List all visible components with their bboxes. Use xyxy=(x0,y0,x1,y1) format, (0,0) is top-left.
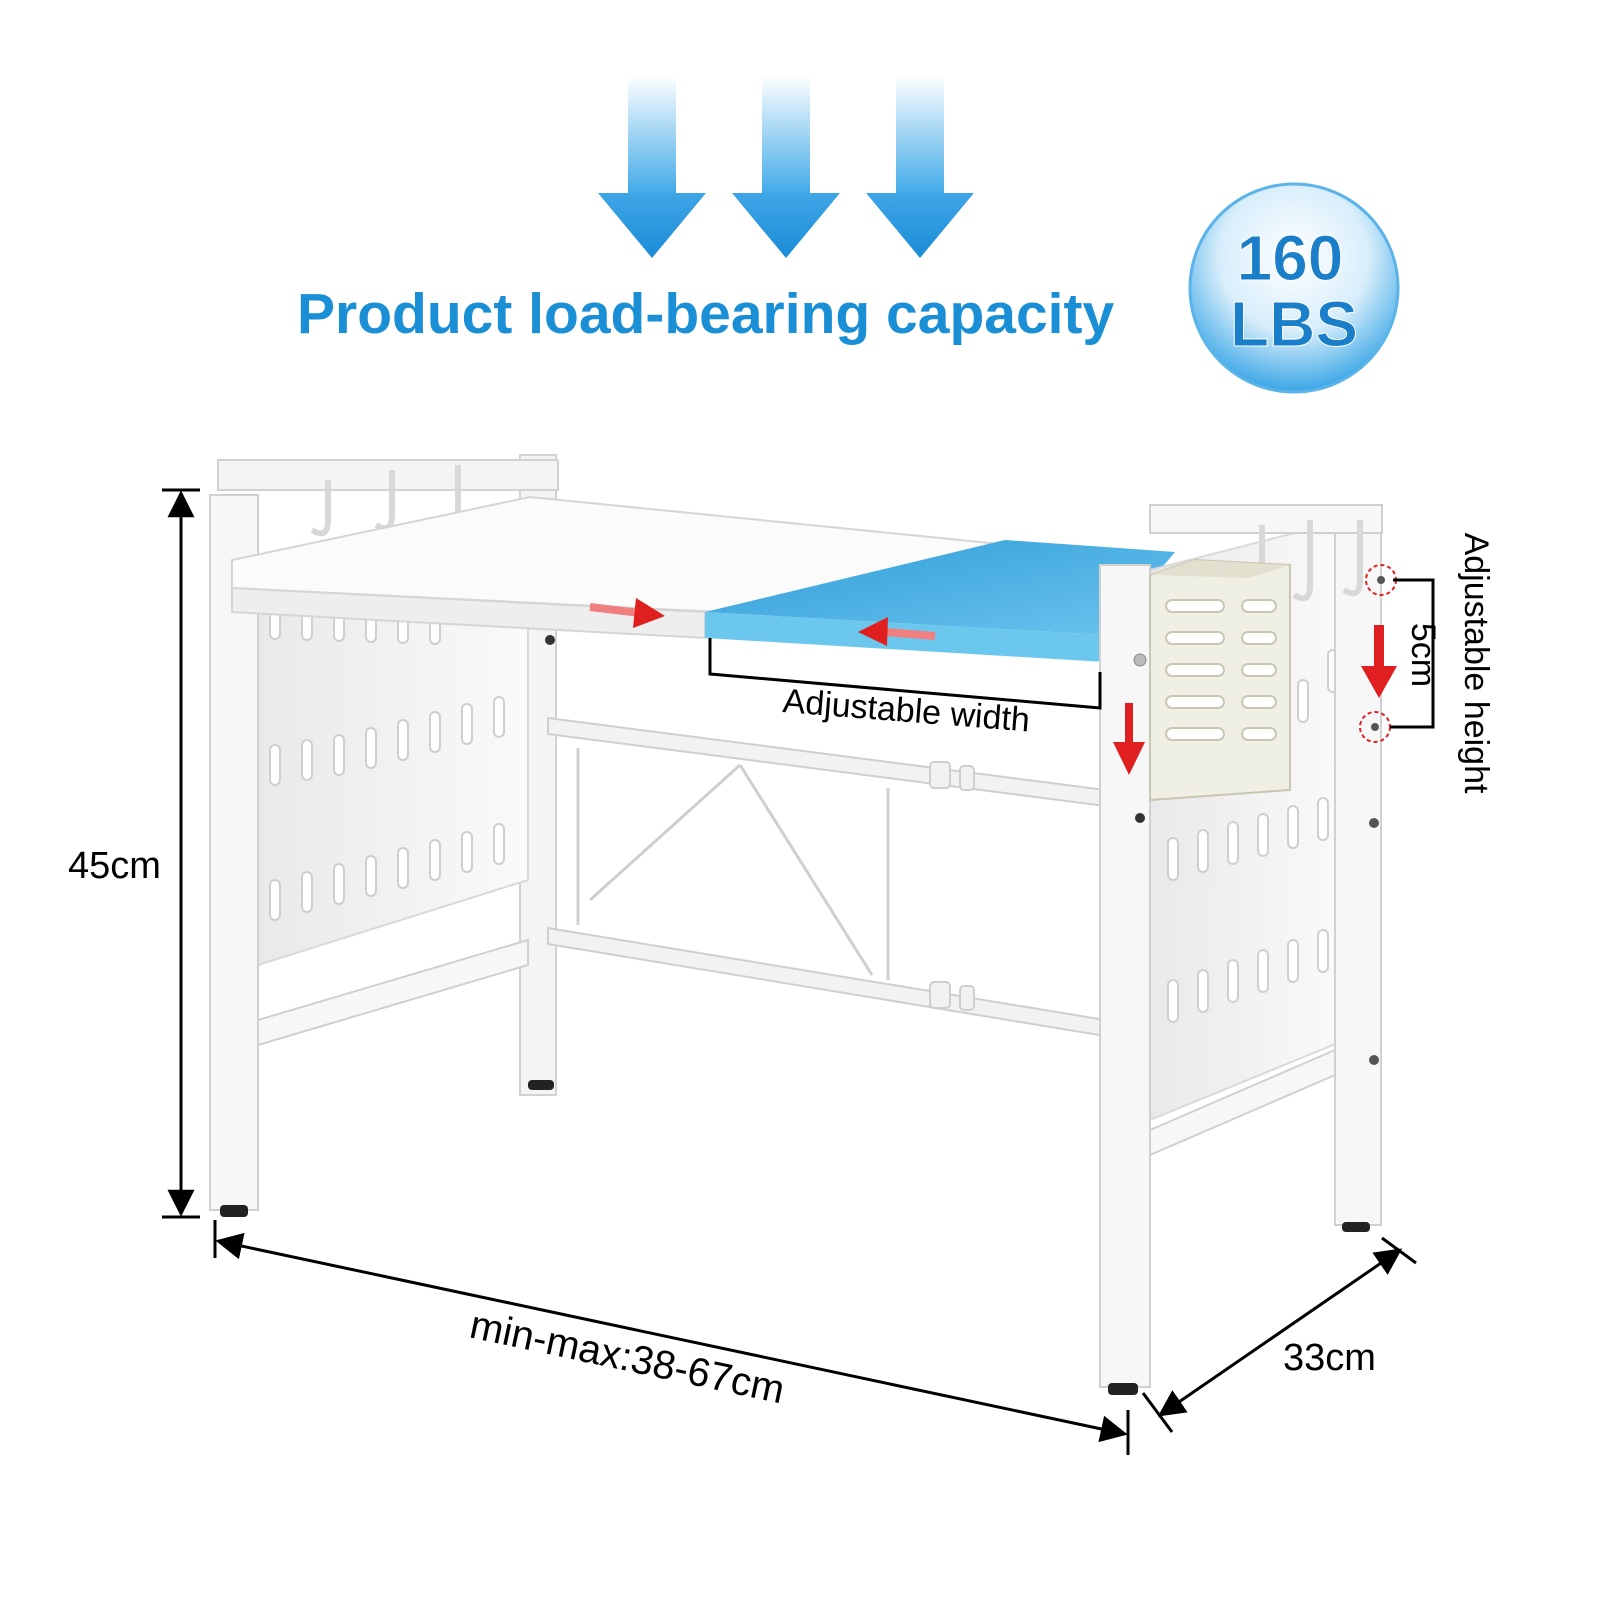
foot xyxy=(1108,1383,1138,1395)
depth-dimension xyxy=(1141,1236,1417,1433)
foot xyxy=(528,1080,554,1090)
width-range-label: min-max:38-67cm xyxy=(466,1303,788,1413)
telescopic-bars xyxy=(547,716,1106,1038)
height-step-label: 5cm xyxy=(1404,623,1442,687)
capacity-unit: LBS xyxy=(1230,288,1358,360)
red-arrow-icon xyxy=(858,617,936,646)
shelf-extension-blue xyxy=(705,540,1175,635)
foot xyxy=(220,1205,248,1217)
foot xyxy=(1342,1222,1370,1232)
red-arrow-icon xyxy=(589,598,665,628)
down-arrow-icon xyxy=(598,75,706,258)
red-arrow-icon xyxy=(1361,625,1397,698)
red-arrow-icon xyxy=(1113,703,1145,775)
height-label: 45cm xyxy=(68,845,161,887)
width-bracket xyxy=(708,638,1102,710)
height-dimension xyxy=(162,488,200,1219)
load-arrows xyxy=(598,75,974,258)
height-step-markers xyxy=(1359,564,1435,743)
right-posts xyxy=(1099,504,1383,1388)
x-brace xyxy=(576,748,890,980)
width-dimension xyxy=(213,1220,1130,1455)
headline-text: Product load-bearing capacity xyxy=(297,282,1114,346)
depth-label: 33cm xyxy=(1283,1337,1376,1379)
capacity-badge: 160 LBS xyxy=(1188,182,1400,394)
left-front-post xyxy=(209,494,529,1211)
adjustable-height-label: Adjustable height xyxy=(1457,533,1495,794)
down-arrow-icon xyxy=(732,75,840,258)
down-arrow-icon xyxy=(866,75,974,258)
capacity-number: 160 xyxy=(1237,222,1344,294)
left-side-panel xyxy=(241,603,555,967)
shelf-rack-illustration xyxy=(209,454,1383,1395)
utensil-holder xyxy=(1133,558,1291,802)
